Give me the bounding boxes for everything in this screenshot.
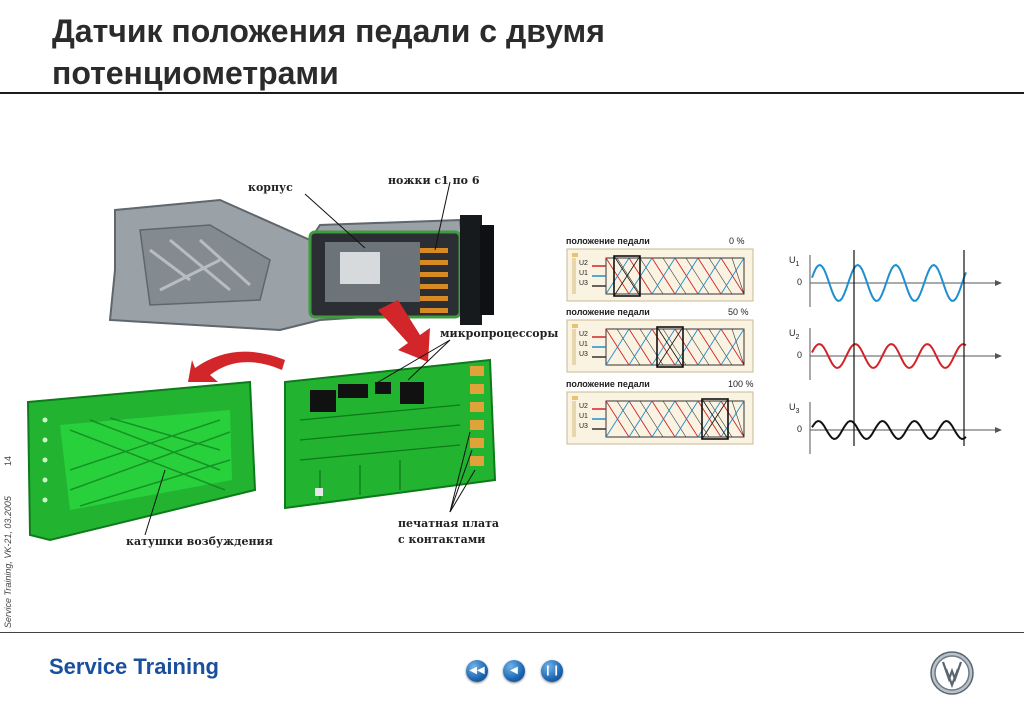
title-divider — [0, 92, 1024, 94]
vw-logo — [930, 651, 974, 695]
red-arrow-down — [378, 300, 430, 362]
contact-pins — [420, 248, 448, 313]
pins-label: ножки с1 по 6 — [388, 174, 480, 187]
terminal-label-u3-3: U3 — [579, 423, 588, 430]
terminal-label-u2-2: U2 — [579, 331, 588, 338]
pause-button[interactable]: ❙❙ — [541, 660, 563, 682]
pedal-position-percent-2: 50 % — [728, 307, 749, 317]
signal-zero-label-3: 0 — [797, 424, 803, 434]
terminal-label-u1-1: U1 — [579, 270, 588, 277]
pedal-position-label-1: положение педали — [566, 236, 650, 246]
callout-lines — [144, 181, 476, 536]
page-title: Датчик положения педали с двумя потенцио… — [52, 10, 952, 94]
excitation-coil-board — [26, 380, 257, 542]
signal-zero-label-2: 0 — [797, 350, 803, 360]
play-back-icon: ◀ — [510, 665, 518, 676]
position-diagram-1 — [566, 248, 754, 302]
signal-label-1: U1 — [789, 255, 800, 268]
side-caption: Service Training, VK-21, 03.2005 — [3, 496, 13, 628]
brand-title: Service Training — [49, 654, 219, 679]
pedal-position-label-2: положение педали — [566, 307, 650, 317]
pedal-position-percent-3: 100 % — [728, 379, 754, 389]
terminal-label-u3-1: U3 — [579, 280, 588, 287]
microprocessors-label: микропроцессоры — [440, 327, 559, 340]
footer-divider — [0, 632, 1024, 633]
red-arrow-left — [188, 351, 285, 382]
signal-label-2: U2 — [789, 328, 800, 341]
sensor-housing — [108, 198, 494, 332]
signal-series-line-1 — [811, 263, 967, 302]
page-title-line-2: потенциометрами — [52, 55, 339, 91]
terminal-label-u3-2: U3 — [579, 351, 588, 358]
terminal-label-u1-3: U1 — [579, 413, 588, 420]
pause-icon: ❙❙ — [543, 665, 561, 676]
housing-label: корпус — [248, 181, 293, 194]
printed-circuit-board — [284, 358, 497, 510]
sensor-illustration — [26, 181, 497, 542]
signal-series-line-3 — [811, 419, 967, 441]
terminal-label-u1-2: U1 — [579, 341, 588, 348]
signal-series-line-2 — [811, 343, 967, 369]
position-diagram-3 — [566, 391, 754, 445]
signal-plot-area — [809, 250, 1002, 454]
pedal-position-percent-1: 0 % — [729, 236, 745, 246]
pedal-position-label-3: положение педали — [566, 379, 650, 389]
terminal-label-u2-1: U2 — [579, 260, 588, 267]
page-title-line-1: Датчик положения педали с двумя — [52, 13, 605, 49]
signal-label-3: U3 — [789, 402, 800, 415]
terminal-label-u2-3: U2 — [579, 403, 588, 410]
signal-zero-label-1: 0 — [797, 277, 803, 287]
page-number: 14 — [3, 455, 13, 466]
position-diagram-2 — [566, 319, 754, 373]
pcb-label-line-2: с контактами — [398, 533, 486, 546]
back-button[interactable]: ◀ — [503, 660, 525, 682]
rewind-icon: ◀◀ — [469, 665, 485, 676]
rewind-button[interactable]: ◀◀ — [466, 660, 488, 682]
pcb-label-line-1: печатная плата — [398, 517, 500, 530]
excitation-coils-label: катушки возбуждения — [126, 535, 273, 548]
